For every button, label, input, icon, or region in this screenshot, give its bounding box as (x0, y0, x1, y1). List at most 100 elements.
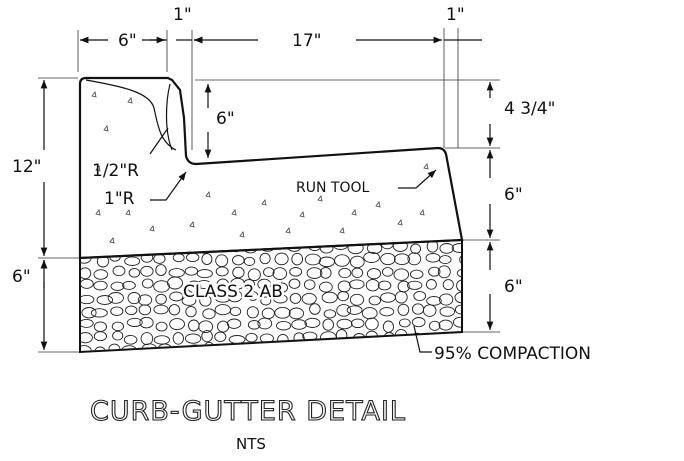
leader-radius-one (150, 171, 187, 201)
dim-top-gutter-width: 17" (292, 31, 321, 51)
rock-shape (153, 280, 170, 293)
rock-shape (227, 346, 243, 352)
rock-shape (112, 265, 126, 277)
rock-shape (151, 240, 169, 251)
rock-shape (168, 304, 181, 316)
rock-shape (303, 279, 316, 290)
rock-shape (309, 303, 321, 315)
rock-shape (260, 296, 272, 306)
rock-shape (127, 292, 141, 305)
rock-shape (110, 306, 124, 316)
rock-shape (452, 316, 462, 328)
rock-shape (380, 343, 392, 352)
rock-shape (454, 335, 462, 345)
rock-shape (398, 318, 411, 328)
dim-right-lower-height: 6" (504, 277, 523, 297)
rock-shape (334, 254, 350, 267)
rock-shape (229, 306, 242, 317)
rock-shape (274, 306, 291, 319)
rock-shape (422, 304, 437, 317)
rock-shape (271, 346, 288, 352)
rock-shape (393, 253, 411, 266)
rock-shape (216, 240, 229, 252)
rock-shape (107, 292, 124, 304)
dim-right-middle-height: 6" (504, 185, 523, 205)
concrete-speckles (91, 91, 429, 244)
rock-shape (291, 319, 307, 330)
rock-shape (226, 318, 242, 329)
rock-shape (172, 332, 184, 345)
rock-shape (243, 347, 259, 352)
rock-shape (291, 252, 304, 266)
leader-radius-half (149, 127, 169, 155)
rock-shape (259, 252, 271, 265)
rock-shape (214, 293, 231, 303)
rock-shape (276, 282, 288, 293)
rock-shape (287, 345, 302, 352)
rock-shape (338, 346, 351, 352)
dim-left-total-height: 12" (12, 157, 41, 177)
rock-shape (438, 319, 453, 331)
concrete-speckle (95, 209, 101, 216)
rock-shape (439, 243, 454, 254)
concrete-speckle (375, 201, 381, 208)
rock-shape (381, 267, 394, 277)
note-base-material: CLASS 2 AB (183, 282, 283, 302)
rock-shape (276, 320, 292, 331)
rock-shape (451, 243, 462, 253)
rock-shape (246, 306, 259, 319)
rock-shape (365, 317, 379, 331)
rock-shape (349, 346, 361, 352)
leader-run-tool (398, 169, 437, 189)
rock-shape (454, 291, 462, 304)
concrete-speckle (91, 91, 97, 98)
concrete-speckle (103, 125, 109, 132)
concrete-speckle (299, 211, 305, 218)
rock-shape (81, 241, 93, 252)
rock-shape (272, 267, 288, 280)
rock-shape (155, 293, 167, 305)
concrete-speckle (149, 225, 155, 232)
rock-shape (96, 295, 114, 305)
concrete-speckle (285, 227, 291, 234)
rock-shape (169, 291, 184, 302)
rock-shape (323, 309, 337, 319)
rock-shape (321, 291, 338, 304)
rock-shape (196, 279, 212, 290)
rock-shape (319, 281, 333, 293)
rock-shape (337, 290, 350, 302)
rock-shape (80, 267, 92, 280)
rock-shape (140, 332, 154, 346)
rock-shape (112, 330, 124, 341)
rock-shape (406, 280, 423, 290)
rock-shape (245, 332, 258, 343)
rock-shape (306, 267, 323, 279)
rock-shape (411, 317, 426, 328)
rock-shape (436, 333, 454, 342)
rock-shape (426, 296, 442, 306)
rock-shape (155, 321, 168, 332)
rock-shape (141, 278, 154, 289)
concrete-speckle (339, 227, 345, 234)
rock-shape (409, 269, 424, 279)
rock-shape (215, 266, 229, 277)
rock-shape (428, 320, 441, 331)
dim-top-right-width: 1" (446, 5, 465, 25)
rock-shape (243, 279, 255, 290)
concrete-speckle (189, 221, 195, 228)
concrete-speckle (261, 199, 267, 206)
rock-shape (366, 268, 382, 280)
rock-shape (125, 240, 140, 250)
rock-shape (153, 304, 169, 315)
rock-shape (230, 277, 246, 290)
rock-shape (196, 269, 213, 279)
drawing-subtitle: NTS (236, 435, 266, 453)
rock-shape (288, 307, 305, 320)
rock-shape (410, 243, 422, 254)
rock-shape (350, 318, 365, 329)
rock-shape (260, 345, 278, 352)
rock-shape (128, 268, 141, 278)
rock-shape (257, 278, 272, 290)
rock-shape (459, 254, 462, 265)
